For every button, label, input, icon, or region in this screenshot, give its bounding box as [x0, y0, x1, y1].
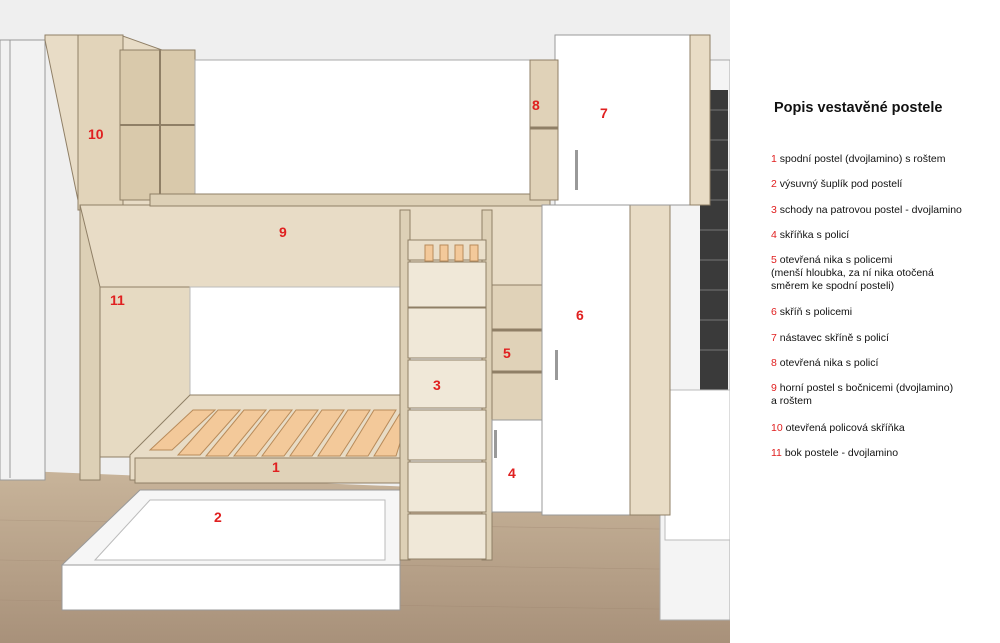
label-10: 10 — [88, 126, 104, 142]
legend-panel: Popis vestavěné postele 1 spodní postel … — [760, 0, 995, 643]
legend-item: 8 otevřená nika s policí — [771, 357, 879, 369]
label-1: 1 — [272, 459, 280, 475]
upper-wall-panel — [194, 59, 541, 201]
label-7: 7 — [600, 105, 608, 121]
label-11: 11 — [110, 292, 125, 308]
legend-item: 7 nástavec skříně s policí — [771, 332, 889, 344]
open-niche — [491, 284, 548, 421]
legend-title: Popis vestavěné postele — [774, 100, 943, 116]
label-2: 2 — [214, 509, 222, 525]
bed-slats — [148, 408, 405, 457]
label-3: 3 — [433, 377, 441, 393]
small-open-niche — [529, 59, 559, 201]
label-4: 4 — [508, 465, 516, 481]
small-cabinet — [491, 419, 543, 513]
legend-item: 11 bok postele - dvojlamino — [771, 447, 899, 459]
legend-item: 4 skříňka s policí — [771, 229, 850, 241]
ladder — [399, 209, 493, 561]
radiator — [664, 389, 730, 541]
legend-item: 6 skříň s policemi — [771, 306, 853, 318]
legend-item: 5 otevřená nika s policemi (menší hloubk… — [771, 254, 934, 292]
legend-item: 2 výsuvný šuplík pod postelí — [771, 178, 903, 190]
wardrobe-extension — [554, 34, 696, 206]
legend-item: 9 horní postel s bočnicemi (dvojlamino) … — [771, 382, 954, 407]
label-5: 5 — [503, 345, 511, 361]
left-wardrobe — [0, 39, 46, 481]
label-8: 8 — [532, 97, 540, 113]
label-6: 6 — [576, 307, 584, 323]
legend-item: 3 schody na patrovou postel - dvojlamino — [771, 204, 962, 216]
legend-item: 1 spodní postel (dvojlamino) s roštem — [771, 153, 946, 165]
bunk-bed-illustration: 1 2 3 4 5 6 7 8 9 10 11 — [0, 0, 730, 643]
label-9: 9 — [279, 224, 287, 240]
legend-item: 10 otevřená policová skříňka — [771, 422, 905, 434]
